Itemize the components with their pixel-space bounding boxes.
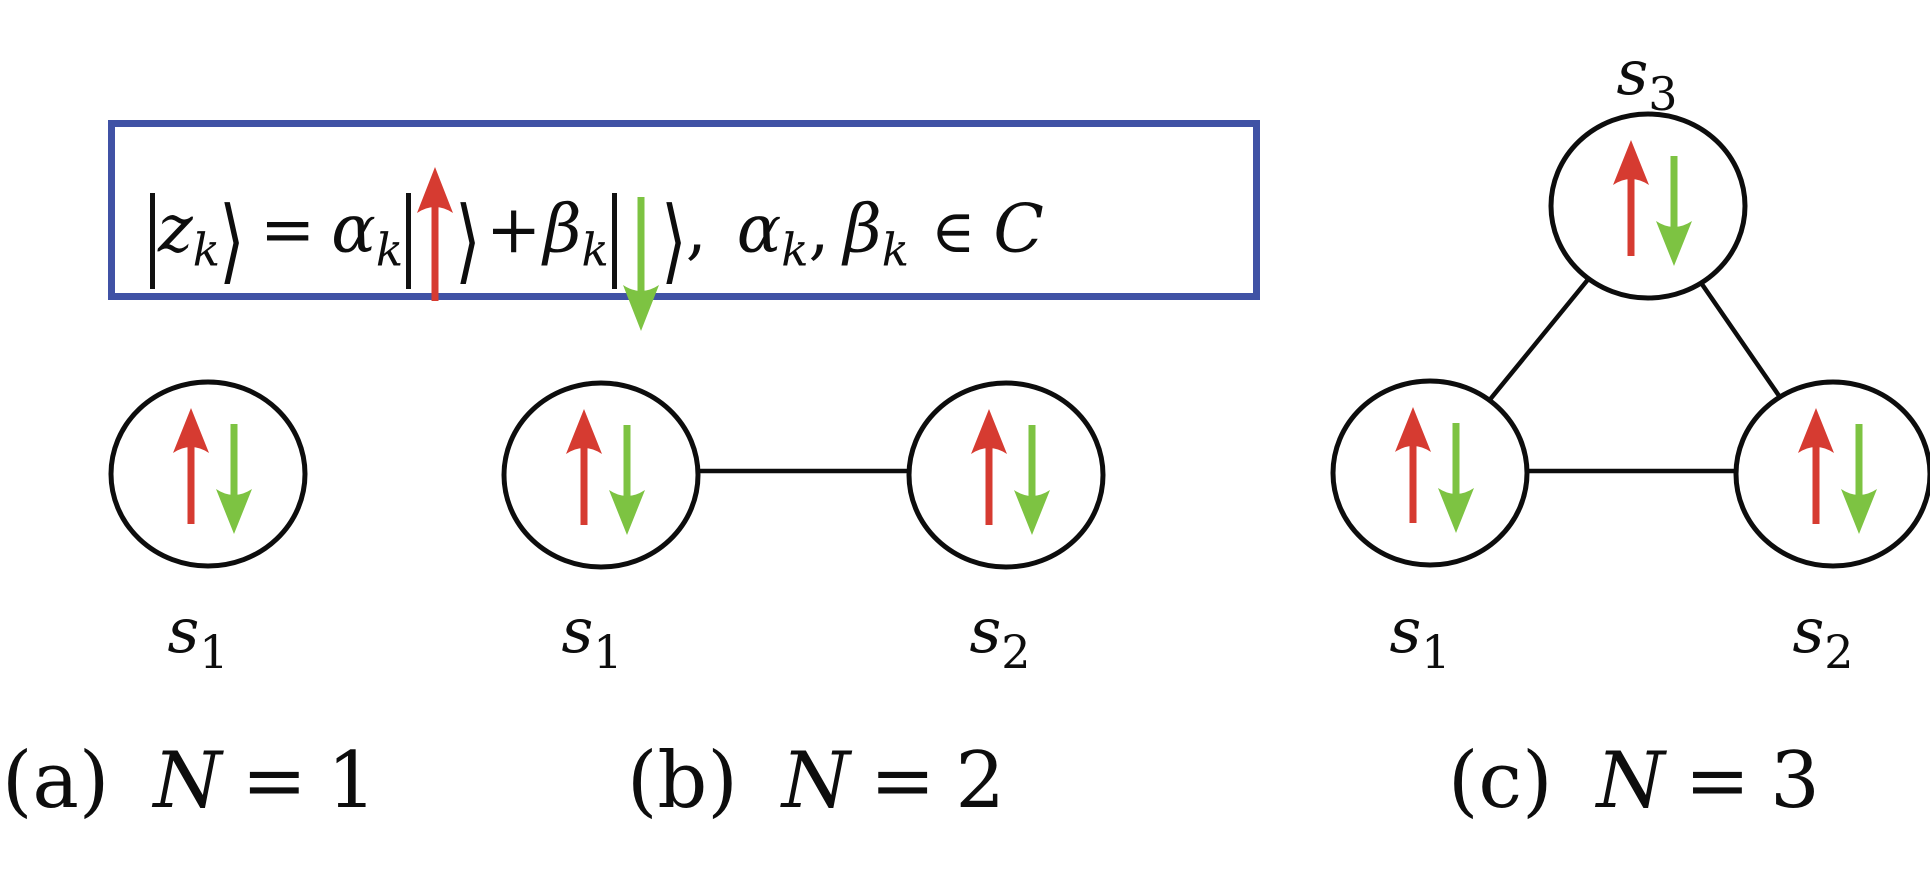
rangle-glyph: ⟩ <box>660 187 687 294</box>
caption-variable: N <box>153 736 222 826</box>
label-base: s <box>1792 594 1825 667</box>
node-circle-c-s2 <box>1733 379 1930 569</box>
caption-index: (c) <box>1448 736 1553 826</box>
ket-bar-icon <box>150 193 155 289</box>
node-circle-b-s2 <box>906 380 1106 570</box>
label-sub: 3 <box>1648 67 1678 121</box>
graph-nodes <box>108 111 1930 570</box>
formula-alpha-sub: k <box>375 223 404 277</box>
node-circle-a-s1 <box>108 379 308 569</box>
formula-z-sub: k <box>192 223 221 277</box>
label-sub: 1 <box>199 625 229 679</box>
node-label-a-s1: s1 <box>167 600 228 676</box>
ket-bar-icon <box>611 193 617 289</box>
node-circle-c-s3 <box>1548 111 1748 301</box>
node-circle-c-s1 <box>1330 378 1530 568</box>
caption-variable: N <box>1596 736 1665 826</box>
formula-alpha2: α <box>736 190 782 268</box>
caption-index: (b) <box>627 736 738 826</box>
caption-equals: = <box>241 736 307 826</box>
caption-panel-c: (c)N=3 <box>1448 742 1820 820</box>
caption-panel-b: (b)N=2 <box>627 742 1005 820</box>
label-sub: 1 <box>593 625 623 679</box>
formula-z: z <box>158 190 193 268</box>
formula-alpha: α <box>331 190 376 268</box>
label-sub: 2 <box>1001 625 1031 679</box>
rangle-glyph: ⟩ <box>219 187 245 294</box>
label-base: s <box>969 594 1002 667</box>
node-label-c-s1: s1 <box>1389 600 1450 676</box>
label-base: s <box>1616 36 1649 109</box>
label-sub: 2 <box>1824 625 1854 679</box>
node-label-c-s3: s3 <box>1616 42 1677 118</box>
formula-plus: + <box>486 190 542 268</box>
label-sub: 1 <box>1421 625 1451 679</box>
formula-beta2-sub: k <box>881 223 909 277</box>
node-label-b-s1: s1 <box>561 600 622 676</box>
label-base: s <box>561 594 594 667</box>
node-circle-b-s1 <box>501 380 701 570</box>
spin-up-arrow-icon <box>417 167 454 301</box>
formula-box: zk⟩=αk ⟩+βk ⟩,αk,βk∈C <box>108 120 1260 331</box>
rangle-glyph: ⟩ <box>455 187 482 294</box>
caption-value: 1 <box>326 736 377 826</box>
formula-comma: , <box>685 190 707 268</box>
spin-down-arrow-icon <box>622 197 659 331</box>
label-base: s <box>167 594 200 667</box>
ket-bar-icon <box>406 193 412 289</box>
caption-value: 3 <box>1770 736 1820 826</box>
caption-equals: = <box>1684 736 1751 826</box>
formula-equals: = <box>259 190 316 268</box>
caption-index: (a) <box>2 736 110 826</box>
complex-set-symbol: C <box>993 190 1044 268</box>
formula-beta2: β <box>843 190 882 268</box>
formula-alpha2-sub: k <box>781 223 809 277</box>
node-label-c-s2: s2 <box>1792 600 1853 676</box>
caption-equals: = <box>870 736 936 826</box>
formula-beta: β <box>543 190 582 268</box>
element-of-symbol: ∈ <box>930 196 976 267</box>
label-base: s <box>1389 594 1422 667</box>
caption-panel-a: (a)N=1 <box>2 742 377 820</box>
caption-variable: N <box>781 736 851 826</box>
caption-value: 2 <box>955 736 1006 826</box>
node-label-b-s2: s2 <box>969 600 1030 676</box>
formula-beta-sub: k <box>581 223 609 277</box>
formula-comma: , <box>808 190 830 268</box>
